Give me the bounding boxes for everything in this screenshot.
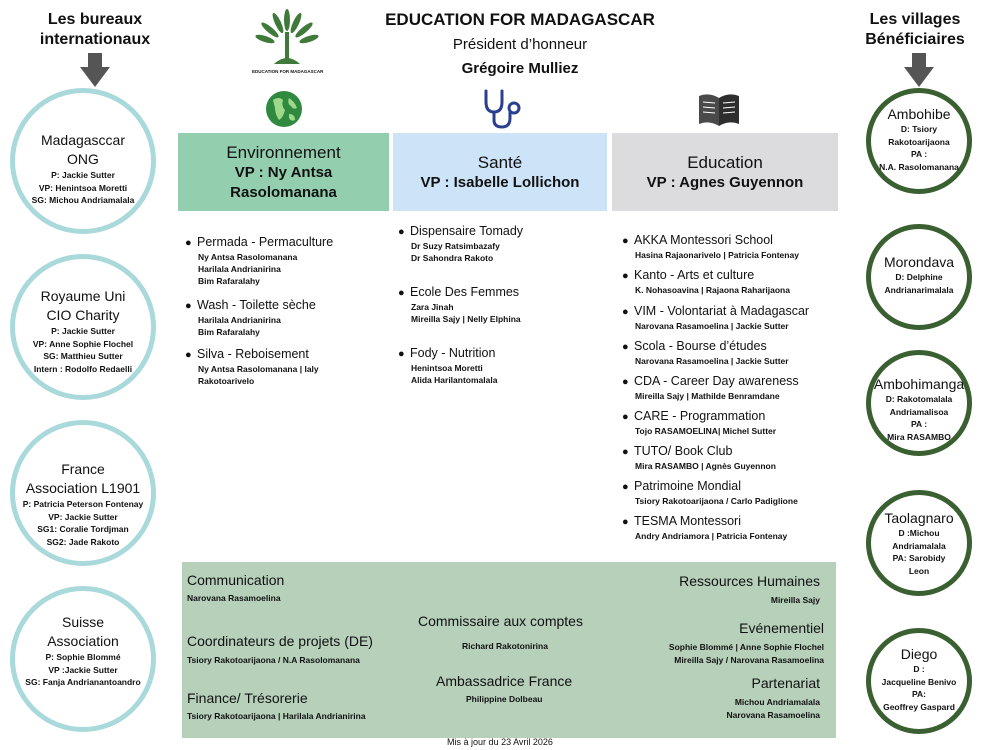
evenementiel-title: Evénementiel — [739, 620, 824, 636]
list-item: ●Patrimoine Mondial Tsiory Rakotoarijaon… — [622, 479, 798, 506]
coordinateurs-title: Coordinateurs de projets (DE) — [187, 633, 373, 649]
list-item: ●Scola - Bourse d’études Narovana Rasamo… — [622, 339, 789, 366]
rh-title: Ressources Humaines — [679, 573, 820, 589]
list-item: ●Permada - Permaculture Ny Antsa Rasolom… — [185, 235, 334, 286]
palm-tree-logo — [255, 9, 319, 64]
list-item: ●Kanto - Arts et culture K. Nohasoavina … — [622, 268, 790, 295]
org-title: EDUCATION FOR MADAGASCAR — [385, 10, 655, 29]
pillar-sante-header: Santé VP : Isabelle Lollichon — [393, 133, 607, 211]
right-heading: Les villages Bénéficiaires — [865, 11, 965, 48]
village-morondava: Morondava D: Delphine Andrianarimalala — [866, 224, 972, 330]
office-suisse: Suisse Association P: Sophie Blommé VP :… — [10, 586, 156, 732]
update-date: Mis à jour du 23 Avril 2026 — [447, 737, 553, 747]
left-heading: Les bureaux internationaux — [39, 11, 151, 48]
communication-title: Communication — [187, 572, 285, 588]
list-item: ●Silva - Reboisement Ny Antsa Rasolomana… — [185, 347, 319, 386]
office-madagascar: Madagasccar ONG P: Jackie Sutter VP: Hen… — [10, 88, 156, 234]
office-france: France Association L1901 P: Patricia Pet… — [10, 420, 156, 566]
office-royaume-uni: Royaume Uni CIO Charity P: Jackie Sutter… — [10, 254, 156, 400]
commissaire-title: Commissaire aux comptes — [418, 613, 583, 629]
pillar-environnement-header: Environnement VP : Ny Antsa Rasolomanana — [178, 133, 389, 211]
list-item: ●CDA - Career Day awareness Mireilla Saj… — [622, 374, 799, 401]
support-panel: Communication Narovana Rasamoelina Coord… — [182, 562, 836, 738]
list-item: ●CARE - Programmation Tojo RASAMOELINA| … — [622, 409, 777, 436]
pillar-education-header: Education VP : Agnes Guyennon — [612, 133, 838, 211]
down-arrow-icon — [904, 53, 934, 87]
down-arrow-icon — [80, 53, 110, 87]
finance-title: Finance/ Trésorerie — [187, 690, 308, 706]
list-item: ●TESMA Montessori Andry Andriamora | Pat… — [622, 514, 788, 541]
org-subtitle: Président d’honneur — [452, 36, 588, 53]
list-item: ●TUTO/ Book Club Mira RASAMBO | Agnès Gu… — [622, 444, 776, 471]
partenariat-title: Partenariat — [751, 675, 820, 691]
globe-icon — [266, 91, 302, 127]
village-ambohimanga: Ambohimanga D: Rakotomalala Andriamaliso… — [866, 350, 972, 456]
list-item: ●AKKA Montessori School Hasina Rajaonari… — [622, 233, 799, 260]
honorary-president: Grégoire Mulliez — [461, 60, 579, 77]
ambassadrice-title: Ambassadrice France — [436, 673, 573, 689]
list-item: ●Dispensaire Tomady Dr Suzy Ratsimbazafy… — [398, 224, 524, 263]
logo: EDUCATION FOR MADAGASCAR — [252, 8, 323, 78]
list-item: ●Wash - Toilette sèche Harilala Andriani… — [185, 298, 316, 337]
list-item: ●VIM - Volontariat à Madagascar Narovana… — [622, 304, 810, 331]
village-ambohibe: Ambohibe D: Tsiory Rakotoarijaona PA : N… — [866, 88, 972, 194]
book-icon — [699, 94, 739, 126]
village-diego: Diego D : Jacqueline Benivo PA: Geoffrey… — [866, 628, 972, 734]
list-item: ●Ecole Des Femmes Zara Jinah Mireilla Sa… — [398, 285, 521, 324]
stethoscope-icon — [484, 89, 521, 129]
list-item: ●Fody - Nutrition Henintsoa Moretti Alid… — [398, 346, 498, 385]
village-taolagnaro: Taolagnaro D :Michou Andriamalala PA: Sa… — [866, 490, 972, 596]
